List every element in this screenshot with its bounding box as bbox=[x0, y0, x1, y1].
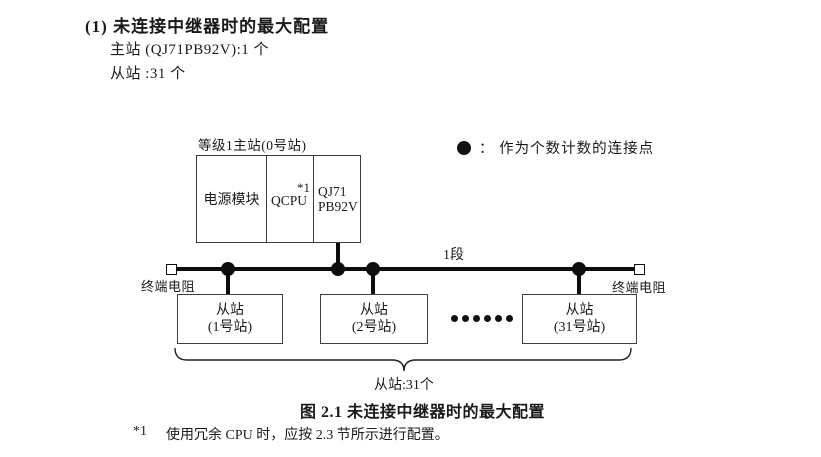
slave-31-name: 从站 bbox=[565, 303, 594, 318]
power-module-cell: 电源模块 bbox=[203, 193, 260, 208]
slave-1-station: (1号站) bbox=[207, 320, 253, 335]
pb92v-label-line1: QJ71 bbox=[318, 184, 347, 199]
section-heading: (1) 未连接中继器时的最大配置 bbox=[85, 17, 330, 36]
pb92v-label-line2: PB92V bbox=[318, 199, 358, 214]
connection-point-slave2 bbox=[366, 262, 380, 276]
terminating-resistor-right-label: 终端电阻 bbox=[612, 280, 667, 295]
cpu-footnote-ref: *1 bbox=[297, 180, 310, 195]
terminating-resistor-right-icon bbox=[634, 264, 645, 275]
segment-label: 1段 bbox=[443, 248, 464, 263]
figure-caption: 图 2.1 未连接中继器时的最大配置 bbox=[300, 404, 546, 421]
footnote-ref: *1 bbox=[133, 424, 147, 439]
more-slaves-ellipsis bbox=[451, 315, 513, 322]
slave1-drop-line bbox=[226, 269, 230, 295]
connection-point-master bbox=[331, 262, 345, 276]
connection-point-icon bbox=[457, 140, 471, 155]
master-drop-line bbox=[336, 243, 340, 270]
slave-31-station: (31号站) bbox=[553, 320, 606, 335]
slave-count-brace bbox=[174, 347, 632, 372]
legend-text: ： 作为个数计数的连接点 bbox=[479, 141, 655, 157]
master-count-line: 主站 (QJ71PB92V):1 个 bbox=[110, 42, 270, 58]
pb92v-module-cell: QJ71 PB92V bbox=[313, 156, 360, 242]
master-station-label: 等级1主站(0号站) bbox=[198, 138, 307, 153]
slave-station-2-box: 从站 (2号站) bbox=[320, 294, 428, 344]
brace-label: 从站:31个 bbox=[374, 378, 434, 393]
slave-station-1-box: 从站 (1号站) bbox=[177, 294, 283, 344]
cpu-module-cell: *1 QCPU bbox=[266, 156, 313, 242]
terminating-resistor-left-icon bbox=[166, 264, 177, 275]
slave-station-31-box: 从站 (31号站) bbox=[522, 294, 637, 344]
footnote: *1 使用冗余 CPU 时，应按 2.3 节所示进行配置。 bbox=[133, 424, 449, 444]
bus-line bbox=[172, 267, 640, 271]
cpu-module-label: QCPU bbox=[271, 193, 308, 208]
slave-2-station: (2号站) bbox=[351, 320, 397, 335]
connection-point-slave1 bbox=[221, 262, 235, 276]
footnote-text: 使用冗余 CPU 时，应按 2.3 节所示进行配置。 bbox=[166, 428, 449, 443]
slave-1-name: 从站 bbox=[216, 303, 244, 318]
slave-count-line: 从站 :31 个 bbox=[110, 66, 186, 82]
connection-point-slave31 bbox=[572, 262, 586, 276]
slave31-drop-line bbox=[577, 269, 581, 295]
master-station-box: 电源模块 *1 QCPU QJ71 PB92V bbox=[196, 155, 361, 243]
slave2-drop-line bbox=[371, 269, 375, 295]
legend: ： 作为个数计数的连接点 bbox=[457, 137, 654, 158]
slave-2-name: 从站 bbox=[360, 303, 388, 318]
terminating-resistor-left-label: 终端电阻 bbox=[141, 279, 196, 294]
